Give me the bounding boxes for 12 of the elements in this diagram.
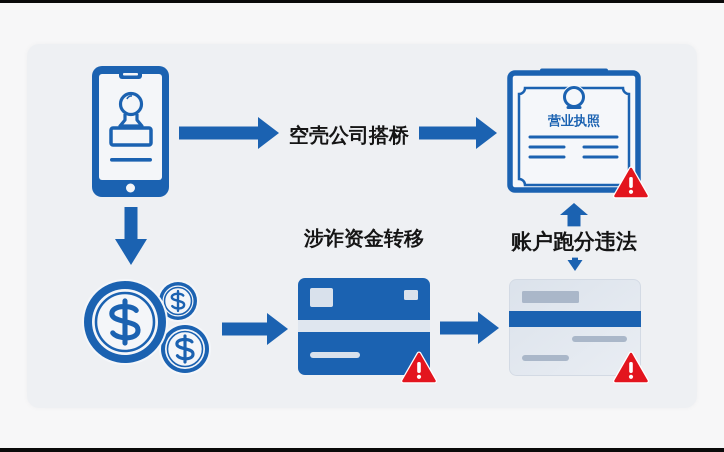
arrow — [419, 117, 497, 149]
arrow — [560, 203, 588, 226]
step-label: 空壳公司搭桥 — [289, 123, 409, 147]
arrow — [179, 117, 279, 149]
arrow — [568, 258, 582, 271]
bank-card-illustration — [509, 279, 641, 376]
phone-stamp-illustration — [92, 66, 169, 197]
step-label: 账户跑分违法 — [511, 229, 637, 255]
arrow — [440, 312, 499, 344]
arrow — [115, 207, 147, 265]
certificate-title: 营业执照 — [548, 114, 600, 130]
card-heading: 涉诈资金转移 — [304, 226, 424, 250]
